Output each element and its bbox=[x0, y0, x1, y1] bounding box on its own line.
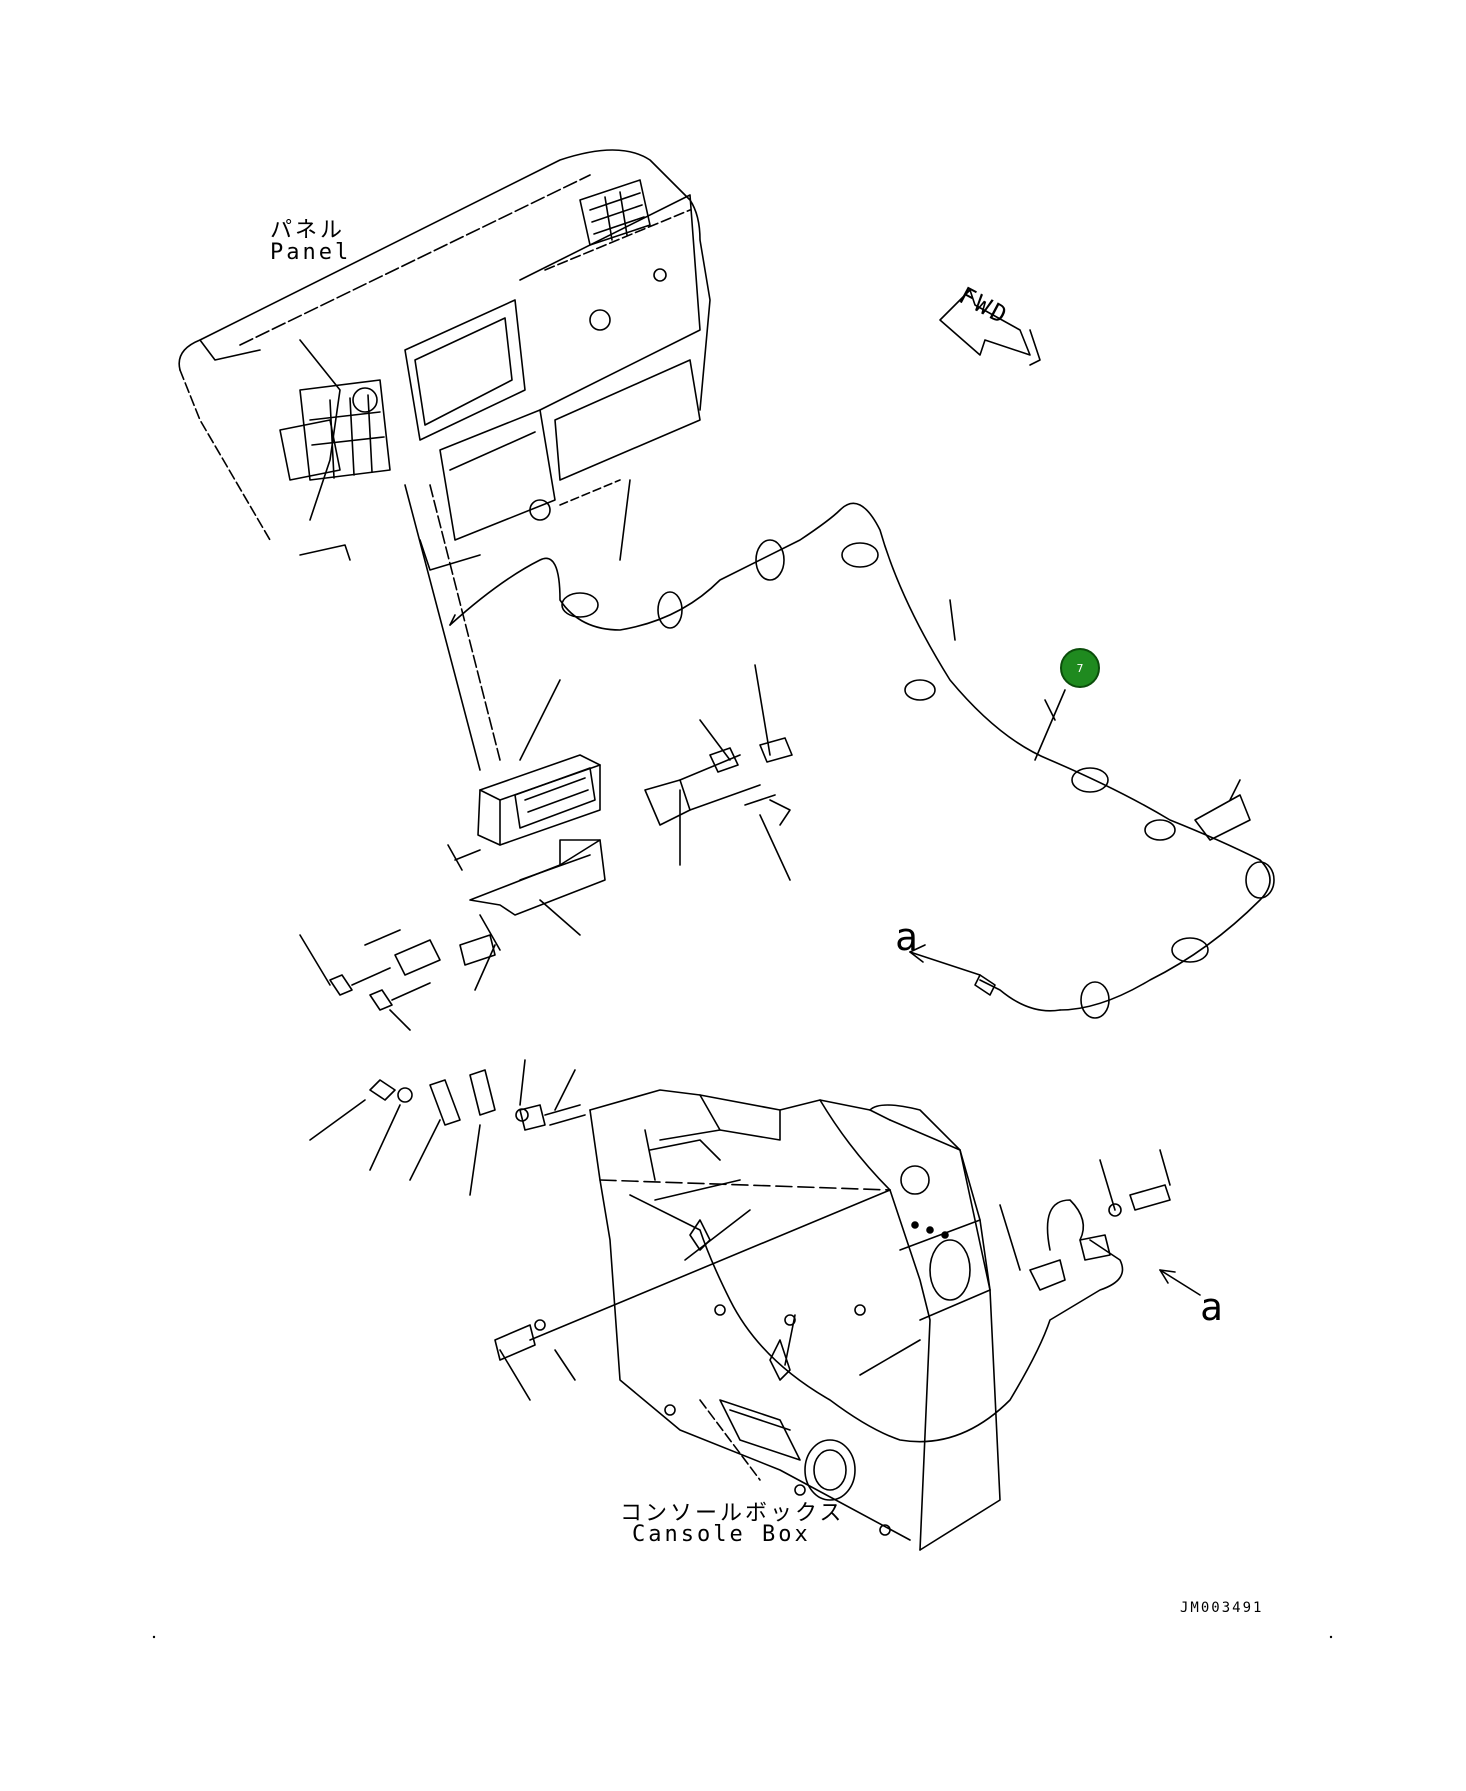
panel-label-en: Panel bbox=[270, 240, 352, 265]
drawing-number: JM003491 bbox=[1180, 1600, 1264, 1616]
callout-badge-7[interactable]: 7 bbox=[1060, 648, 1100, 688]
fwd-arrow bbox=[939, 289, 1041, 366]
callout-arrow-lower-head bbox=[1159, 1269, 1176, 1284]
callout-arrow-lower bbox=[1159, 1269, 1201, 1296]
console-box-label-en: Cansole Box bbox=[632, 1522, 811, 1547]
radio-assembly bbox=[404, 484, 606, 936]
callout-letter-lower: a bbox=[1200, 1285, 1223, 1329]
callout-arrow-upper bbox=[909, 951, 981, 976]
hardware-left bbox=[299, 664, 793, 1031]
hardware-lower-left bbox=[309, 1059, 891, 1401]
wire-harness-lower bbox=[629, 1149, 1171, 1443]
badge-leader-line bbox=[1034, 689, 1066, 761]
console-box bbox=[589, 1089, 1001, 1551]
panel-label-jp: パネル bbox=[270, 218, 346, 243]
wire-harness-upper bbox=[449, 502, 1275, 1019]
console-box-label-jp: コンソールボックス bbox=[620, 1501, 845, 1526]
callout-letter-upper: a bbox=[895, 915, 918, 959]
dashboard-panel bbox=[178, 149, 711, 571]
callout-arrow-upper-head bbox=[909, 944, 926, 963]
